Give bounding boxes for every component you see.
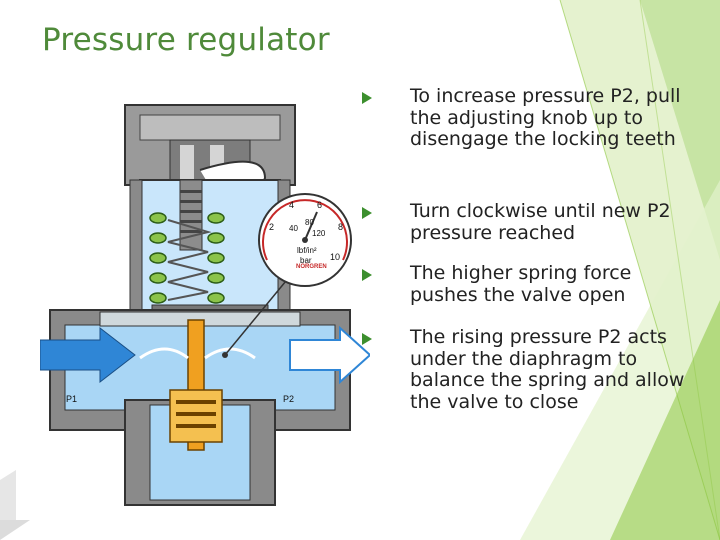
deco-left-shape-2: [0, 520, 30, 540]
bullet-arrow-icon: [362, 92, 372, 104]
gauge-label-40: 40: [289, 224, 298, 233]
gauge-brand: NORGREN: [296, 264, 327, 270]
pressure-gauge: [258, 193, 352, 287]
outlet-arrow-icon: [289, 325, 370, 385]
deco-triangle-4: [610, 300, 720, 540]
pressure-regulator-diagram: [40, 104, 370, 506]
gauge-unit-bottom: bar: [300, 256, 312, 265]
gauge-label-80: 80: [305, 218, 314, 227]
bullet-text: Turn clockwise until new P2 pressure rea…: [410, 200, 671, 244]
deco-left-shape: [0, 470, 16, 520]
slide-title: Pressure regulator: [42, 22, 330, 58]
gauge-label-4: 4: [289, 200, 295, 210]
bullet-arrow-icon: [362, 207, 372, 219]
gauge-needle: [304, 211, 318, 241]
bullet-text: The higher spring force pushes the valve…: [410, 262, 632, 306]
gauge-label-10: 10: [330, 252, 341, 262]
gauge-unit-top: lbf/in²: [297, 246, 317, 255]
bullet-text: The rising pressure P2 acts under the di…: [410, 326, 685, 413]
gauge-label-2: 2: [269, 222, 275, 232]
spring-coils: [149, 212, 225, 304]
deco-triangle-2: [640, 0, 720, 260]
inlet-label: P1: [66, 394, 78, 404]
gauge-label-120: 120: [312, 229, 326, 238]
bullet-text: To increase pressure P2, pull the adjust…: [410, 85, 681, 150]
inlet-arrow-icon: [40, 326, 136, 384]
bullet-arrow-icon: [362, 269, 372, 281]
outlet-label: P2: [283, 394, 295, 404]
gauge-label-6: 6: [317, 200, 323, 210]
gauge-label-8: 8: [338, 222, 344, 232]
bullet-arrow-icon: [362, 333, 372, 345]
